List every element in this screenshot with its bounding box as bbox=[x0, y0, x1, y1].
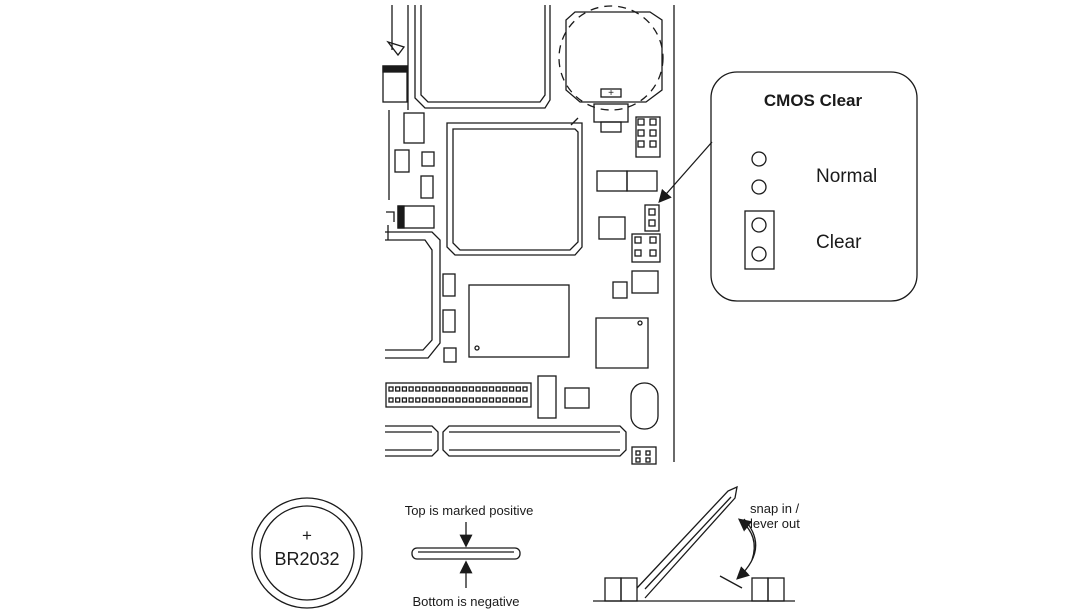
header-pin bbox=[448, 386, 454, 392]
header-pin bbox=[415, 386, 421, 392]
header-pin bbox=[421, 397, 428, 403]
component-right-5 bbox=[612, 281, 628, 299]
battery-socket bbox=[593, 485, 795, 602]
header-pin bbox=[502, 397, 508, 403]
header-pin bbox=[435, 397, 441, 403]
header-pin bbox=[401, 386, 408, 392]
header-pin bbox=[401, 397, 408, 403]
header-pin bbox=[475, 386, 481, 392]
header-pin bbox=[482, 397, 488, 403]
header-pin bbox=[508, 386, 515, 392]
expansion-slot-left bbox=[385, 425, 439, 457]
socket-instruction-line1: snap in / bbox=[750, 501, 800, 516]
battery-inner-ring bbox=[259, 505, 355, 601]
cmos-jumper bbox=[644, 204, 660, 232]
top-left-chip bbox=[386, 5, 551, 110]
cmos-callout-box bbox=[710, 71, 918, 302]
component-right-4 bbox=[631, 270, 659, 294]
central-chip bbox=[446, 117, 583, 256]
component-right-3 bbox=[598, 216, 626, 240]
small-chip bbox=[595, 317, 649, 369]
component-bottom-1 bbox=[537, 375, 557, 419]
component-left-4 bbox=[421, 151, 435, 167]
header-pin bbox=[441, 397, 448, 403]
normal-label: Normal bbox=[816, 166, 877, 187]
header-pin bbox=[388, 386, 394, 392]
component-right-1 bbox=[596, 170, 628, 192]
callout-title: CMOS Clear bbox=[764, 91, 863, 110]
normal-pin-1 bbox=[751, 151, 767, 167]
header-pin bbox=[508, 397, 515, 403]
header-pin bbox=[495, 386, 501, 392]
header-pin bbox=[468, 386, 475, 392]
header-pin bbox=[395, 386, 401, 392]
clear-jumper-cap bbox=[744, 210, 775, 270]
connector-bottom bbox=[631, 446, 657, 465]
bottom-note: Bottom is negative bbox=[413, 594, 520, 609]
header-pin bbox=[428, 386, 434, 392]
battery-side-view bbox=[411, 547, 521, 560]
component-bottom-2 bbox=[564, 387, 590, 409]
pin-header bbox=[385, 382, 532, 408]
clear-pin-1 bbox=[751, 217, 767, 233]
component-mid-2 bbox=[442, 309, 456, 333]
coin-cell-holder bbox=[558, 5, 664, 133]
header-pin bbox=[395, 397, 401, 403]
header-pin bbox=[448, 397, 454, 403]
lever-arrow bbox=[737, 518, 755, 561]
jumper-block-top bbox=[635, 116, 661, 158]
component-left-2 bbox=[403, 112, 425, 144]
component-mid-3 bbox=[443, 347, 457, 363]
battery-outer-ring bbox=[251, 497, 363, 609]
header-pin bbox=[488, 397, 495, 403]
normal-pin-2 bbox=[751, 179, 767, 195]
header-pin bbox=[421, 386, 428, 392]
medium-chip bbox=[468, 284, 570, 358]
header-pin bbox=[428, 397, 434, 403]
coin-cell-plus: + bbox=[608, 88, 614, 99]
clear-label: Clear bbox=[816, 232, 862, 253]
header-pin bbox=[441, 386, 448, 392]
header-pin bbox=[455, 386, 461, 392]
header-pin bbox=[415, 397, 421, 403]
header-pin bbox=[462, 397, 468, 403]
header-pin bbox=[455, 397, 461, 403]
header-pin bbox=[482, 386, 488, 392]
header-pin bbox=[388, 397, 394, 403]
top-note: Top is marked positive bbox=[405, 503, 534, 518]
clear-pin-2 bbox=[751, 246, 767, 262]
socket-instruction-line2: lever out bbox=[750, 516, 800, 531]
header-pin bbox=[462, 386, 468, 392]
header-pin bbox=[515, 386, 521, 392]
oval-crystal bbox=[630, 382, 659, 430]
left-slot-outline bbox=[385, 231, 441, 359]
battery-model: BR2032 bbox=[274, 549, 339, 569]
expansion-slot-right bbox=[442, 425, 627, 457]
jumper-block-bottom bbox=[631, 233, 661, 263]
header-pin bbox=[522, 386, 528, 392]
header-pin bbox=[522, 397, 528, 403]
header-pin bbox=[488, 386, 495, 392]
callout-arrow bbox=[658, 141, 713, 203]
pin-header-pins bbox=[388, 386, 528, 403]
header-pin bbox=[495, 397, 501, 403]
header-pin bbox=[515, 397, 521, 403]
header-pin bbox=[435, 386, 441, 392]
component-right-2 bbox=[626, 170, 658, 192]
battery-plus: + bbox=[302, 526, 312, 545]
header-pin bbox=[468, 397, 475, 403]
header-pin bbox=[408, 386, 414, 392]
component-left-3 bbox=[394, 149, 410, 173]
header-pin bbox=[475, 397, 481, 403]
header-pin bbox=[408, 397, 414, 403]
component-left-5 bbox=[420, 175, 434, 199]
component-mid-1 bbox=[442, 273, 456, 297]
header-pin bbox=[502, 386, 508, 392]
